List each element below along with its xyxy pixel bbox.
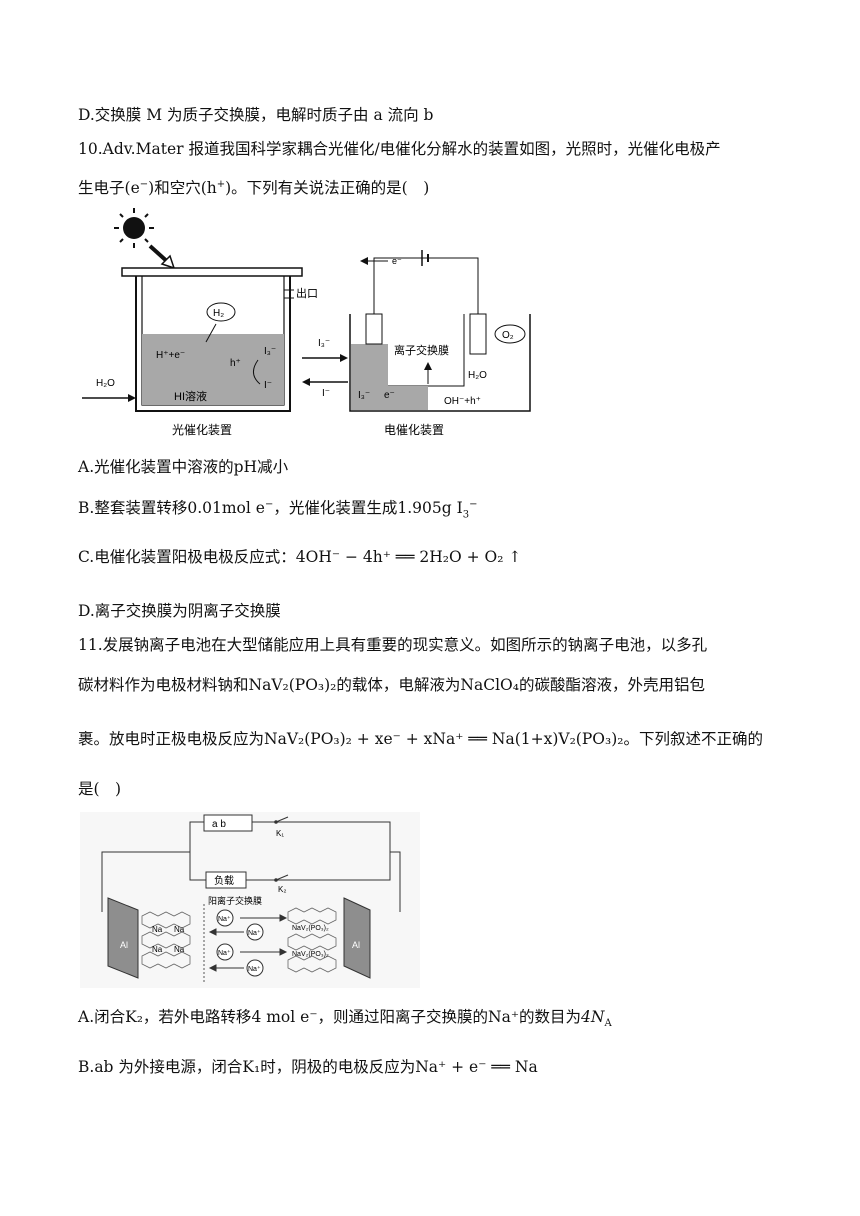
question-11-stem: 11.发展钠离子电池在大型储能应用上具有重要的现实意义。如图所示的钠离子电池，以…	[78, 636, 708, 654]
q10-option-b: B.整套装置转移0.01mol e−，光催化装置生成1.905g I3−	[78, 499, 478, 521]
na-ion-markers	[216, 909, 264, 977]
solution-label: HI溶液	[174, 389, 207, 403]
nav-label: NaV₂(PO₃)₂	[292, 951, 329, 958]
transfer-i3-label: I₃⁻	[318, 338, 330, 349]
carbon-lattice-right	[287, 907, 337, 973]
na-label: Na	[152, 925, 163, 934]
q11-option-a: A.闭合K₂，若外电路转移4 mol e⁻，则通过阳离子交换膜的Na⁺的数目为4…	[78, 1008, 612, 1030]
question-10-stem: 10.Adv.Mater 报道我国科学家耦合光催化/电催化分解水的装置如图，光照…	[78, 140, 721, 158]
q10-option-d: D.离子交换膜为阴离子交换膜	[78, 602, 281, 620]
caption-right: 电催化装置	[384, 423, 444, 437]
nav-label: NaV₂(PO₃)₂	[292, 925, 329, 932]
right-i3-label: I₃⁻	[358, 390, 370, 401]
membrane-label: 离子交换膜	[394, 343, 449, 357]
h2-label: H₂	[213, 308, 224, 319]
ion-flow-arrows	[208, 914, 288, 972]
q10-option-a: A.光催化装置中溶液的pH减小	[78, 458, 289, 476]
option-d-previous: D.交换膜 M 为质子交换膜，电解时质子由 a 流向 b	[78, 106, 434, 124]
electron-label: e⁻	[392, 256, 402, 266]
sun-icon	[114, 208, 154, 248]
question-11-stem-2: 碳材料作为电极材料钠和NaV₂(PO₃)₂的载体，电解液为NaClO₄的碳酸酯溶…	[78, 676, 705, 694]
question-10-stem-2: 生电子(e−)和空穴(h+)。下列有关说法正确的是( )	[78, 179, 430, 198]
q10-option-c: C.电催化装置阳极电极反应式：4OH⁻ − 4h⁺ ══ 2H₂O + O₂ ↑	[78, 548, 522, 566]
naplus-label: Na⁺	[248, 929, 261, 937]
carbon-lattice-left	[141, 911, 191, 969]
figure-photo-electro-catalysis: 出口 H₂ H⁺+e⁻ h⁺ I₃⁻ I⁻ H₂O HI溶液 光催化装置 I₃⁻…	[82, 208, 531, 437]
caption-left: 光催化装置	[172, 423, 232, 437]
h2o-inlet-label: H₂O	[96, 378, 115, 389]
question-11-stem-3: 裹。放电时正极电极反应为NaV₂(PO₃)₂ + xe⁻ + xNa⁺ ══ N…	[78, 730, 763, 748]
al-left-label: Al	[120, 940, 128, 950]
right-e-label: e⁻	[384, 390, 395, 401]
left-ions-label: H⁺+e⁻	[156, 350, 185, 361]
o2-label: O₂	[502, 330, 514, 341]
transfer-iminus-label: I⁻	[322, 388, 330, 399]
al-right-label: Al	[352, 940, 360, 950]
naplus-label: Na⁺	[218, 949, 231, 957]
hplus-label: h⁺	[230, 358, 241, 369]
question-11-stem-4: 是( )	[78, 780, 122, 798]
k1-label: K₁	[276, 829, 284, 838]
i3-label: I₃⁻	[264, 346, 276, 357]
na-label: Na	[174, 925, 185, 934]
outlet-label: 出口	[296, 286, 318, 300]
right-ions-label: OH⁻+h⁺	[444, 396, 481, 407]
na-label: Na	[174, 945, 185, 954]
naplus-label: Na⁺	[218, 915, 231, 923]
load-label: 负载	[214, 874, 234, 887]
membrane-label: 阳离子交换膜	[208, 895, 262, 906]
right-h2o-label: H₂O	[468, 370, 487, 381]
figure-sodium-ion-battery: a b K₁ 负载 K₂ Al Al 阳离子交换膜 Na Na Na Na Na…	[80, 812, 420, 988]
iminus-label: I⁻	[264, 380, 272, 391]
q11-option-b: B.ab 为外接电源，闭合K₁时，阴极的电极反应为Na⁺ + e⁻ ══ Na	[78, 1058, 538, 1076]
k2-label: K₂	[278, 885, 286, 894]
na-label: Na	[152, 945, 163, 954]
source-label: a b	[212, 819, 226, 830]
naplus-label: Na⁺	[248, 965, 261, 973]
